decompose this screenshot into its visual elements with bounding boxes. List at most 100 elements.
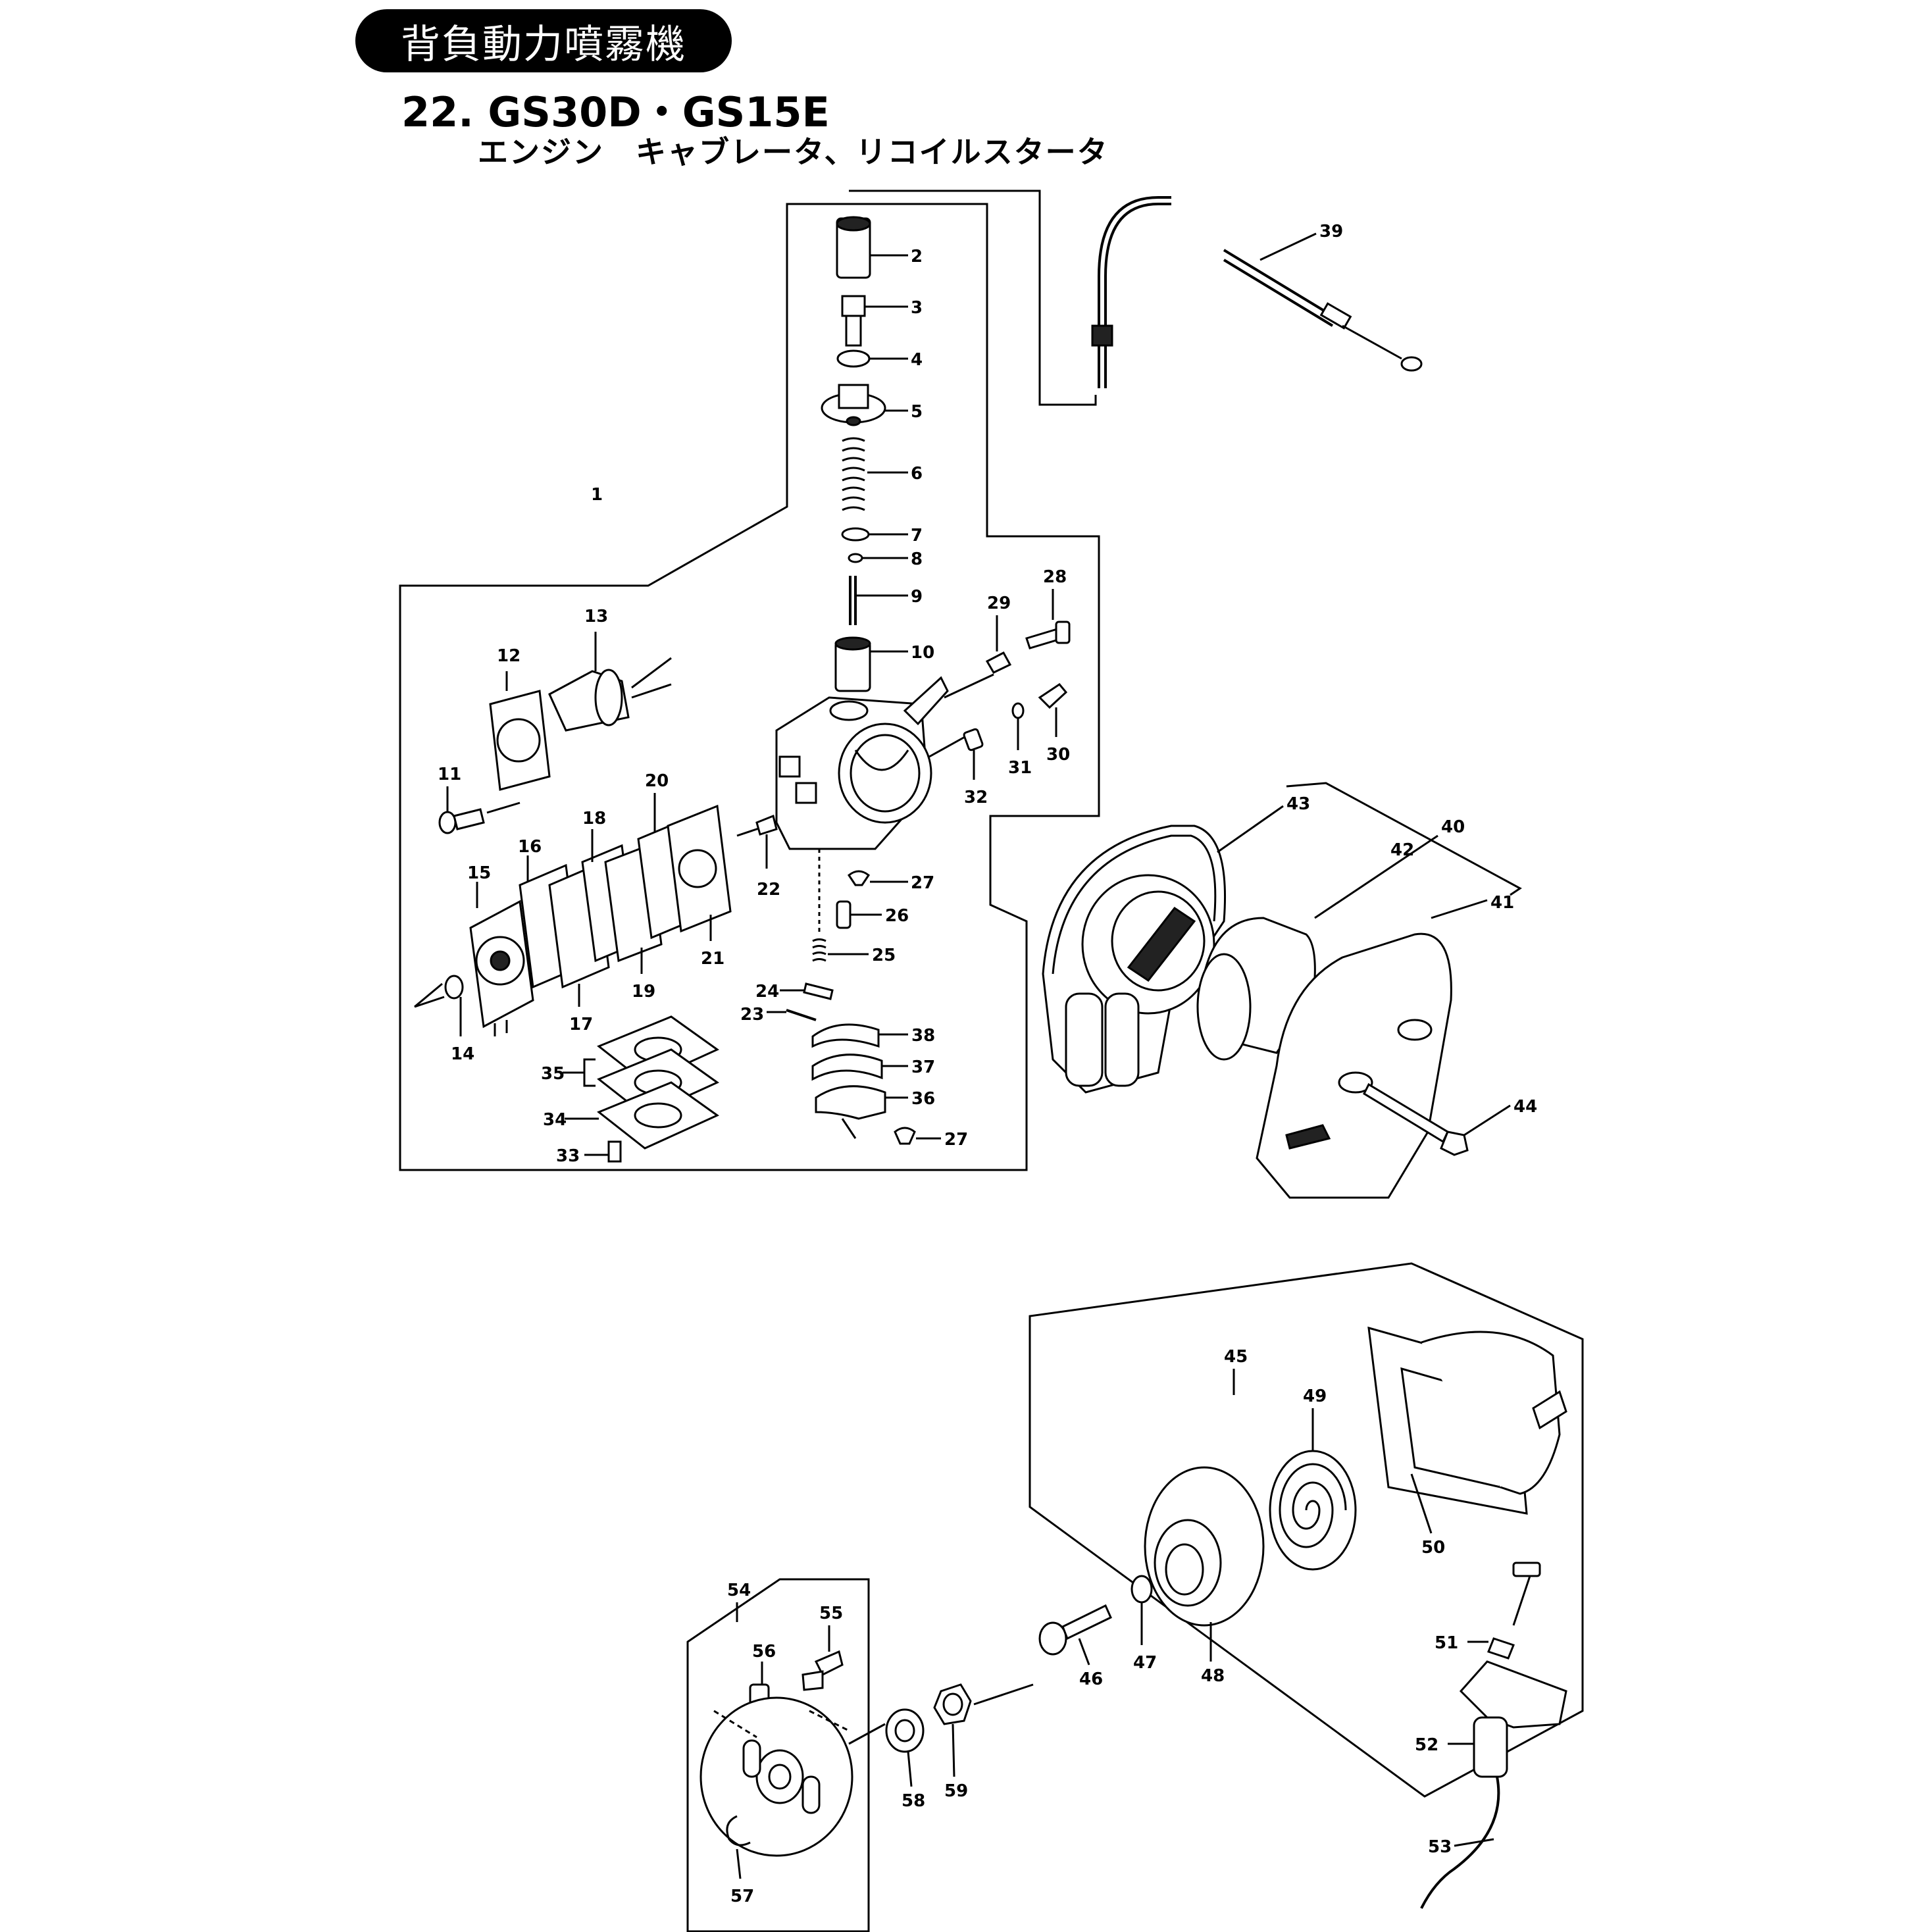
label-40: 40	[1441, 817, 1465, 837]
part-7-clip	[841, 527, 908, 542]
page-title: 22. GS30D・GS15E	[401, 88, 830, 136]
part-30-screw	[1038, 683, 1068, 737]
label-12: 12	[497, 646, 521, 666]
label-58: 58	[902, 1791, 925, 1811]
label-16: 16	[518, 837, 542, 857]
page-subtitle: エンジン キャブレータ、リコイルスタータ	[478, 134, 1109, 170]
label-55: 55	[819, 1604, 843, 1623]
part-12-gasket	[489, 671, 551, 791]
label-39: 39	[1319, 222, 1343, 242]
label-43: 43	[1286, 794, 1310, 814]
part-27a-screw	[847, 870, 908, 886]
label-13: 13	[584, 607, 608, 626]
label-44: 44	[1513, 1097, 1537, 1117]
label-29: 29	[987, 594, 1011, 613]
part-46-screw	[1038, 1604, 1112, 1665]
label-42: 42	[1390, 840, 1414, 860]
carburetor-group-outline	[399, 203, 1100, 1171]
part-52-handle	[1448, 1660, 1567, 1778]
label-32: 32	[964, 788, 988, 807]
part-48-pulley	[1144, 1466, 1265, 1662]
label-8: 8	[911, 549, 923, 569]
part-33-screw	[584, 1140, 622, 1163]
label-24: 24	[755, 982, 779, 1002]
cable-outline	[849, 190, 1097, 406]
part-31-washer	[1011, 702, 1025, 750]
label-46: 46	[1079, 1669, 1103, 1689]
label-7: 7	[911, 526, 923, 546]
label-25: 25	[872, 946, 896, 965]
label-2: 2	[911, 247, 923, 267]
part-50-case	[1367, 1326, 1567, 1534]
part-32-screw	[963, 728, 984, 780]
label-17: 17	[569, 1015, 593, 1034]
label-34: 34	[543, 1110, 567, 1130]
part-5-cover	[821, 384, 908, 426]
label-50: 50	[1421, 1538, 1445, 1558]
part-53-rope	[1420, 1776, 1500, 1909]
label-45: 45	[1224, 1347, 1248, 1367]
part-29-spring	[985, 615, 1012, 674]
label-33: 33	[556, 1146, 580, 1166]
label-27-upper: 27	[911, 873, 934, 893]
part-37-plate	[811, 1054, 908, 1081]
part-24-lever	[780, 982, 834, 1000]
label-3: 3	[911, 298, 923, 318]
pulley-group-outline	[686, 1578, 870, 1932]
part-26-pin	[836, 900, 882, 929]
label-19: 19	[632, 982, 655, 1002]
part-23-pin	[767, 1009, 817, 1021]
label-56: 56	[752, 1642, 776, 1662]
label-4: 4	[911, 350, 923, 370]
label-6: 6	[911, 464, 923, 484]
part-25-spring	[812, 938, 869, 962]
label-22: 22	[757, 880, 780, 900]
part-11-screw	[438, 786, 521, 834]
label-14: 14	[451, 1044, 474, 1064]
label-37: 37	[911, 1057, 935, 1077]
part-27b-screw	[894, 1127, 941, 1145]
label-18: 18	[582, 809, 606, 828]
part-2-cap	[836, 216, 908, 279]
part-28-screw	[1025, 589, 1071, 649]
label-1: 1	[591, 485, 603, 505]
label-11: 11	[438, 765, 461, 784]
label-21: 21	[701, 949, 724, 969]
part-54-starter-pulley	[699, 1696, 886, 1857]
air-cleaner-group-outline	[1286, 782, 1522, 896]
part-14-screen	[414, 975, 464, 1036]
label-54: 54	[727, 1581, 751, 1600]
part-34-gasket	[565, 1081, 719, 1150]
part-55-pawl	[801, 1625, 844, 1691]
part-39-cable	[1091, 196, 1423, 388]
carburetor-body	[775, 676, 949, 850]
label-36: 36	[911, 1089, 935, 1109]
part-13-filter	[548, 632, 672, 732]
label-48: 48	[1201, 1666, 1225, 1686]
label-30: 30	[1046, 745, 1070, 765]
label-20: 20	[645, 771, 669, 791]
label-26: 26	[885, 906, 909, 926]
label-10: 10	[911, 643, 934, 663]
part-38-plate	[811, 1023, 908, 1048]
label-49: 49	[1303, 1386, 1327, 1406]
part-10-valve	[834, 636, 908, 692]
label-59: 59	[944, 1781, 968, 1801]
part-22-screw	[755, 814, 778, 869]
part-36-plate	[815, 1085, 908, 1139]
recoil-group-outline	[1029, 1262, 1584, 1798]
label-38: 38	[911, 1026, 935, 1046]
part-47-washer	[1131, 1575, 1153, 1645]
part-9-needle	[849, 576, 908, 625]
label-52: 52	[1415, 1735, 1438, 1755]
part-51-pin	[1467, 1562, 1541, 1660]
label-28: 28	[1043, 567, 1067, 587]
part-58-washer	[885, 1708, 925, 1787]
part-43-housing	[1042, 805, 1284, 1094]
part-57-clip	[726, 1815, 751, 1879]
part-8-ring	[848, 553, 908, 563]
label-57: 57	[730, 1887, 754, 1906]
label-47: 47	[1133, 1653, 1157, 1673]
part-49-spring	[1269, 1408, 1357, 1571]
